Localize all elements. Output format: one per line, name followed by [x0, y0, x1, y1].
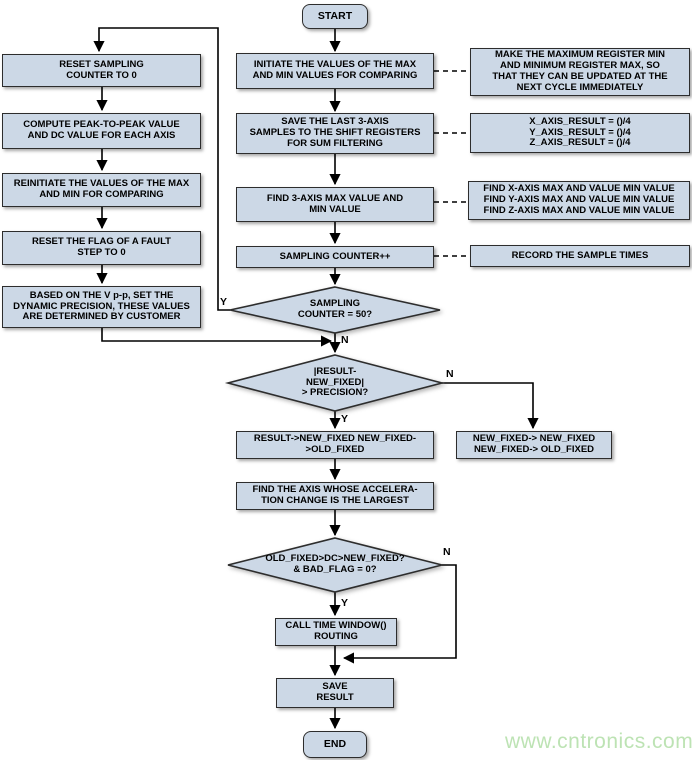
arrow-dec2-no: [442, 382, 539, 430]
process-initiate-max-min: INITIATE THE VALUES OF THE MAX AND MIN V…: [236, 53, 434, 89]
process-find-3axis-max-min: FIND 3-AXIS MAX VALUE AND MIN VALUE: [236, 187, 434, 222]
decision-diamond-result-precision: [224, 354, 446, 412]
branch-label-dec3-no: N: [443, 546, 451, 558]
process-save-samples: SAVE THE LAST 3-AXIS SAMPLES TO THE SHIF…: [236, 113, 434, 154]
process-save-result: SAVE RESULT: [276, 678, 394, 708]
process-result-to-new-fixed: RESULT->NEW_FIXED NEW_FIXED- >OLD_FIXED: [236, 431, 434, 459]
branch-label-dec2-yes: Y: [341, 413, 349, 425]
branch-label-dec1-yes: Y: [220, 296, 228, 308]
process-find-axis-largest-change: FIND THE AXIS WHOSE ACCELERA- TION CHANG…: [236, 482, 434, 510]
decision-diamond-sampling-counter: [229, 286, 441, 334]
note-axis-result-formulas: X_AXIS_RESULT = ()/4 Y_AXIS_RESULT = ()/…: [470, 113, 690, 153]
node-start: START: [302, 4, 368, 29]
branch-label-dec2-no: N: [446, 368, 454, 380]
process-new-fixed-assign: NEW_FIXED-> NEW_FIXED NEW_FIXED-> OLD_FI…: [456, 431, 612, 459]
decision-diamond-fixed-window: [227, 537, 443, 593]
process-sampling-counter-increment: SAMPLING COUNTER++: [236, 246, 434, 268]
process-set-dynamic-precision: BASED ON THE V p-p, SET THE DYNAMIC PREC…: [2, 286, 201, 328]
process-reinitiate-max-min: REINITIATE THE VALUES OF THE MAX AND MIN…: [2, 173, 201, 207]
arrow-precision-return: [101, 328, 333, 347]
process-compute-peak-to-peak: COMPUTE PEAK-TO-PEAK VALUE AND DC VALUE …: [2, 113, 201, 149]
process-reset-sampling-counter: RESET SAMPLING COUNTER TO 0: [2, 54, 201, 87]
note-find-axis-max-min: FIND X-AXIS MAX AND VALUE MIN VALUE FIND…: [468, 181, 690, 220]
note-make-max-min-registers: MAKE THE MAXIMUM REGISTER MIN AND MINIMU…: [470, 48, 690, 96]
watermark-text: www.cntronics.com: [505, 730, 692, 753]
note-record-sample-times: RECORD THE SAMPLE TIMES: [470, 245, 690, 267]
arrow-dec1-yes-loop: [93, 27, 230, 311]
node-end: END: [303, 731, 367, 758]
branch-label-dec1-no: N: [341, 334, 349, 346]
arrow-dec3-no-bypass: [342, 564, 457, 664]
branch-label-dec3-yes: Y: [341, 597, 349, 609]
process-call-time-window: CALL TIME WINDOW() ROUTING: [275, 618, 397, 646]
process-reset-fault-flag: RESET THE FLAG OF A FAULT STEP TO 0: [2, 231, 201, 265]
